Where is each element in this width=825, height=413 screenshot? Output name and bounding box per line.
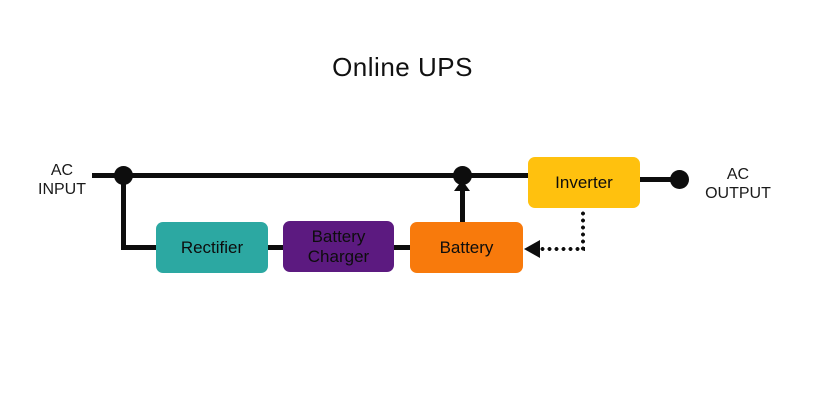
input-junction-dot [114,166,133,185]
ac-input-label: AC INPUT [24,161,100,199]
ac-input-label-line1: AC [50,162,74,179]
charger-to-battery-line [394,245,411,250]
battery-charger-label-line2: Charger [307,246,370,266]
left-arrowhead-icon [524,240,540,258]
block-rectifier: Rectifier [156,222,268,273]
ac-output-label-line2: OUTPUT [705,185,771,202]
input-drop-line [121,175,126,248]
inverter-to-battery-dotted-vertical [581,210,585,251]
rectifier-label: Rectifier [180,237,244,257]
battery-to-bus-line [460,188,465,223]
up-arrowhead-icon [454,180,470,191]
diagram-title: Online UPS [332,52,473,82]
drop-to-rectifier-line [121,245,158,250]
ac-output-label: AC OUTPUT [696,165,780,203]
battery-charger-label-line1: Battery [311,226,366,246]
battery-label: Battery [439,237,494,257]
block-battery-charger: Battery Charger [283,221,394,272]
rectifier-to-charger-line [268,245,284,250]
ac-output-label-line1: AC [726,166,750,183]
block-battery: Battery [410,222,523,273]
main-bus-line [92,173,528,178]
output-terminal-dot [670,170,689,189]
inverter-label: Inverter [555,172,613,192]
inverter-to-output-line [640,177,680,182]
block-inverter: Inverter [528,157,640,208]
inverter-to-battery-dotted-horizontal [539,247,585,251]
ac-input-label-line2: INPUT [38,181,86,198]
